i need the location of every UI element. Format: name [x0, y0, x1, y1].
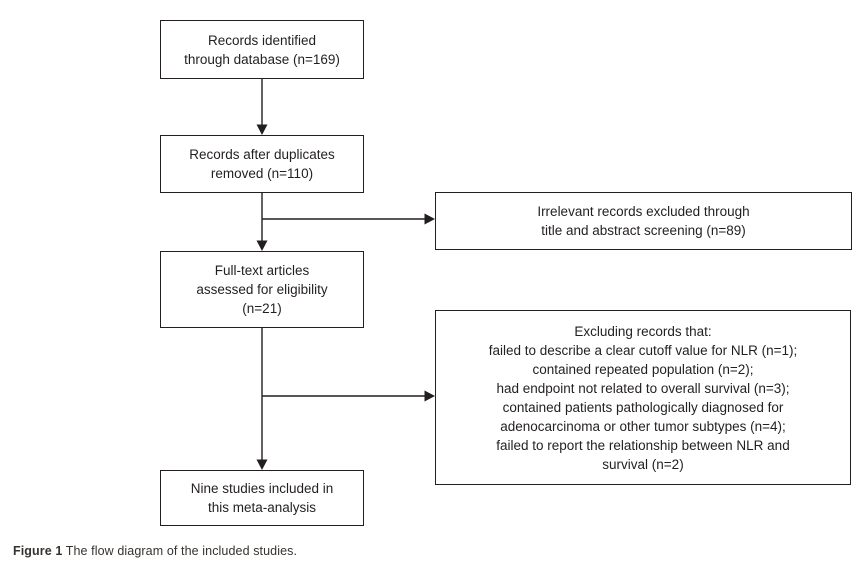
box-nine-studies-included: Nine studies included in this meta-analy…: [160, 470, 364, 526]
arrowhead-down-1: [256, 124, 268, 135]
arrowhead-right-1: [424, 213, 435, 225]
arrowhead-down-2: [256, 240, 268, 251]
box-records-after-duplicates: Records after duplicates removed (n=110): [160, 135, 364, 193]
box-records-identified: Records identified through database (n=1…: [160, 20, 364, 79]
box-full-text-articles-assessed: Full-text articles assessed for eligibil…: [160, 251, 364, 328]
box-irrelevant-records-excluded: Irrelevant records excluded through titl…: [435, 192, 852, 250]
figure-caption: Figure 1 The flow diagram of the include…: [13, 544, 297, 559]
arrowhead-right-2: [424, 390, 435, 402]
arrowhead-down-3: [256, 459, 268, 470]
figure-caption-text: The flow diagram of the included studies…: [62, 544, 298, 558]
box-excluding-records: Excluding records that: failed to descri…: [435, 310, 851, 485]
figure-caption-label: Figure 1: [13, 544, 63, 558]
